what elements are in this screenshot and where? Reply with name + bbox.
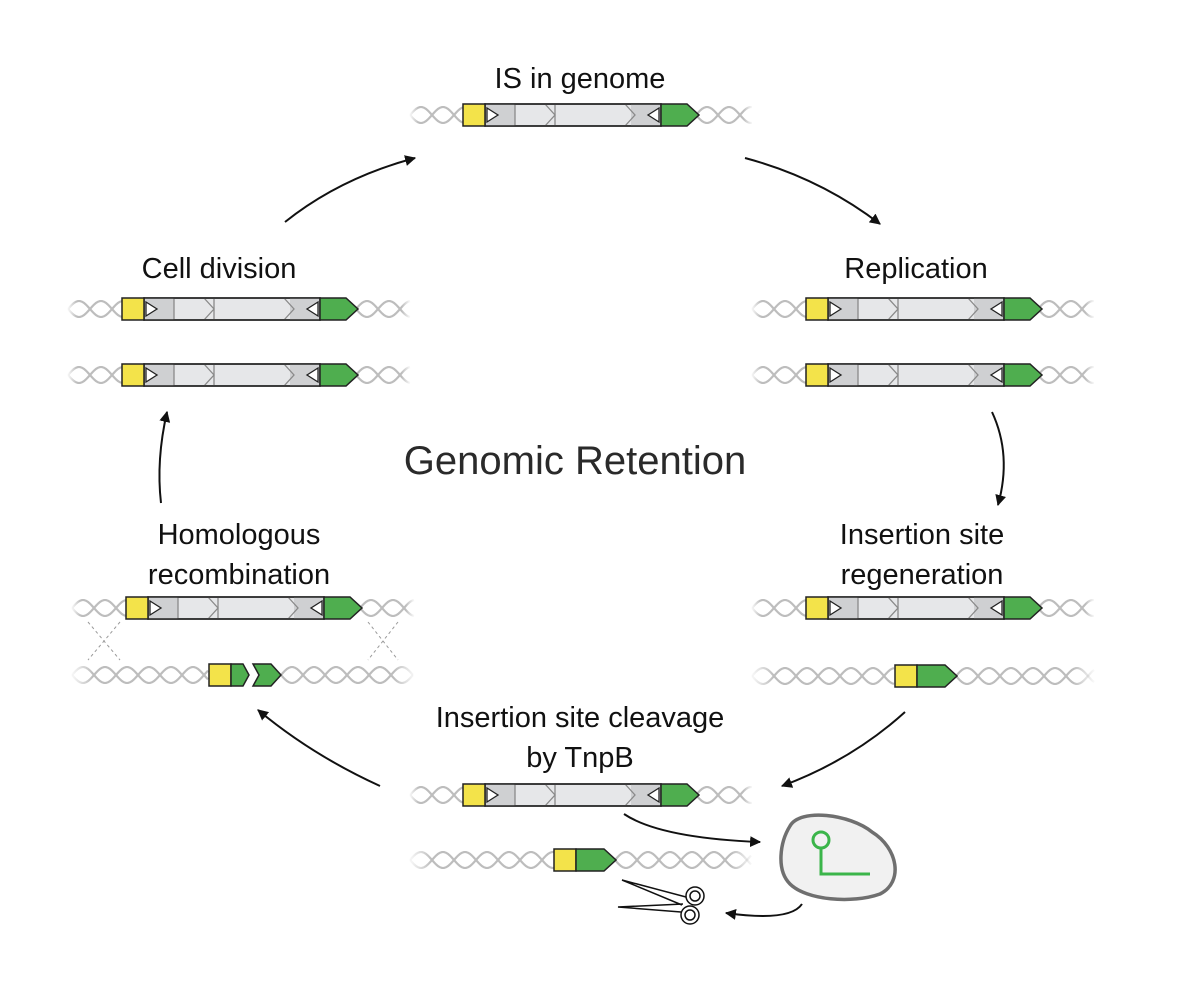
is-element-cleavage [462,783,701,807]
dna-regeneration-1-left [751,598,808,618]
scissors-icon [617,879,705,925]
label-insertion-site-regeneration-2: regeneration [841,559,1004,591]
label-is-in-genome: IS in genome [495,63,666,95]
dna-replication-1-right [1037,299,1094,319]
diagram-title: Genomic Retention [404,439,746,483]
is-element-regeneration [805,596,1044,620]
label-insertion-site-cleavage-1: Insertion site cleavage [436,702,725,734]
label-insertion-site-regeneration-1: Insertion site [840,519,1004,551]
is-element-genome [462,103,701,127]
label-cell-division: Cell division [142,253,297,285]
arrow-recombination-to-division [158,410,171,504]
dna-top-left [409,105,465,125]
omega-rna-icon [811,830,870,876]
dna-replication-2-left [751,365,808,385]
arrow-is-to-protein [623,813,762,848]
insertion-site-cleaved [208,663,283,687]
arrow-cleavage-to-recombination [257,709,381,787]
arrow-regeneration-to-cleavage [780,711,906,788]
label-replication: Replication [844,253,987,285]
dna-regeneration-2-right [955,666,1095,686]
arrow-genome-to-replication [744,157,881,225]
dna-division-1-left [67,299,124,319]
dna-division-2-left [67,365,124,385]
dna-cleavage-2-left [409,850,554,870]
dna-replication-1-left [751,299,808,319]
dna-division-2-right [355,365,411,385]
dna-recombination-1-left [71,598,128,618]
arrow-protein-to-scissors [724,903,803,920]
arrow-division-to-genome [284,155,417,223]
is-element-replication-2 [805,363,1044,387]
label-insertion-site-cleavage-2: by TnpB [526,742,633,774]
crossover-marks [87,621,399,661]
dna-regeneration-2-left [751,666,895,686]
arrow-replication-to-regeneration [991,411,1006,507]
dna-cleavage-2-right [614,850,752,870]
dna-cleavage-1-left [409,785,465,805]
is-element-replication-1 [805,297,1044,321]
dna-recombination-1-right [359,598,415,618]
dna-recombination-2-right [280,665,414,685]
dna-recombination-2-left [71,665,209,685]
tnpb-protein-icon [779,813,897,902]
is-element-division-2 [121,363,360,387]
insertion-site-target [553,848,618,872]
is-element-division-1 [121,297,360,321]
is-element-recombination [125,596,364,620]
dna-regeneration-1-right [1037,598,1094,618]
label-homologous-recombination-2: recombination [148,559,330,591]
dna-replication-2-right [1037,365,1094,385]
dna-top-right [695,105,752,125]
dna-cleavage-1-right [695,785,752,805]
dna-division-1-right [355,299,411,319]
label-homologous-recombination-1: Homologous [158,519,321,551]
insertion-site-regenerated [894,664,959,688]
